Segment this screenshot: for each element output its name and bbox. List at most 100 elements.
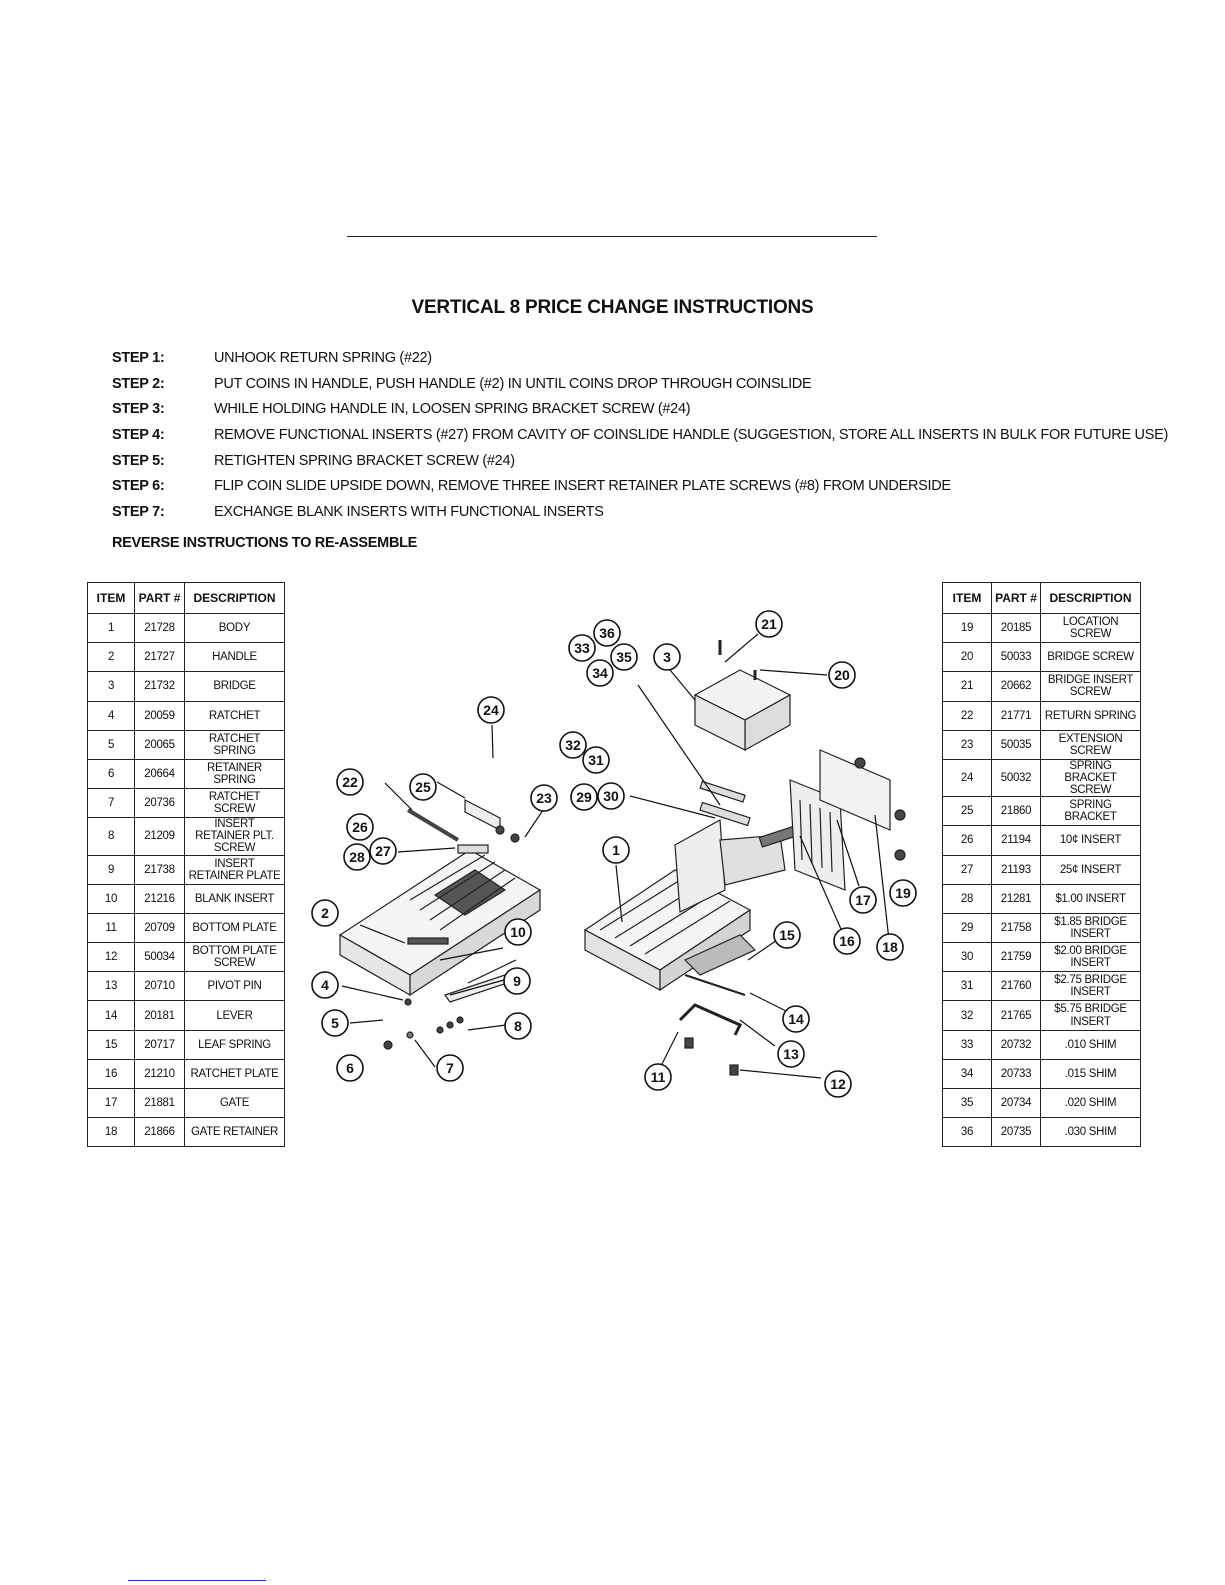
header-description: DESCRIPTION	[184, 582, 285, 614]
part-cell: 21760	[991, 971, 1041, 1002]
description-cell: SPRING BRACKET SCREW	[1040, 758, 1141, 798]
part-cell: 20185	[991, 612, 1041, 644]
part-cell: 21860	[991, 796, 1041, 827]
part-cell: 21216	[134, 883, 185, 914]
item-cell: 6	[87, 758, 135, 790]
callout-number: 18	[882, 939, 898, 955]
step-row: STEP 6:FLIP COIN SLIDE UPSIDE DOWN, REMO…	[112, 473, 1168, 499]
item-cell: 15	[87, 1029, 135, 1060]
callout-circle	[568, 634, 596, 662]
callout-circle	[582, 746, 610, 774]
callout-number: 1	[612, 842, 620, 858]
step-text: UNHOOK RETURN SPRING (#22)	[214, 349, 432, 366]
description-cell: RATCHET SCREW	[184, 788, 285, 819]
part-cell: 21194	[991, 825, 1041, 856]
part-cell: 50034	[134, 942, 185, 973]
description-cell: BRIDGE INSERT SCREW	[1040, 671, 1141, 702]
footer-link-underline	[128, 1580, 266, 1581]
callout-circle	[343, 843, 371, 871]
item-cell: 36	[942, 1117, 992, 1148]
callout-number: 7	[446, 1060, 454, 1076]
callout-number: 2	[321, 905, 329, 921]
callout-circle	[477, 696, 505, 724]
step-text: EXCHANGE BLANK INSERTS WITH FUNCTIONAL I…	[214, 503, 604, 520]
diagram-leader-lines	[341, 633, 890, 1079]
step-label: STEP 3:	[112, 401, 165, 418]
callout-circle	[321, 1009, 349, 1037]
part-cell: 21765	[991, 1000, 1041, 1031]
callout-number: 12	[830, 1076, 846, 1092]
callout-circle	[503, 967, 531, 995]
step-label: STEP 6:	[112, 478, 165, 495]
description-cell: $1.85 BRIDGE INSERT	[1040, 912, 1141, 944]
item-cell: 10	[87, 883, 135, 914]
step-label: STEP 1:	[112, 349, 165, 366]
description-cell: INSERT RETAINER PLATE	[184, 854, 285, 885]
reassemble-note: REVERSE INSTRUCTIONS TO RE-ASSEMBLE	[112, 535, 418, 551]
callout-circle	[833, 927, 861, 955]
description-cell: BLANK INSERT	[184, 883, 285, 914]
description-cell: GATE	[184, 1087, 285, 1119]
description-cell: RATCHET SPRING	[184, 729, 285, 760]
description-cell: RATCHET	[184, 700, 285, 731]
description-cell: GATE RETAINER	[184, 1117, 285, 1148]
step-label: STEP 4:	[112, 426, 165, 443]
item-cell: 14	[87, 1000, 135, 1031]
description-cell: LEVER	[184, 1000, 285, 1031]
step-text: REMOVE FUNCTIONAL INSERTS (#27) FROM CAV…	[214, 426, 1168, 443]
callout-circle	[597, 782, 625, 810]
step-row: STEP 7:EXCHANGE BLANK INSERTS WITH FUNCT…	[112, 499, 1168, 525]
item-cell: 18	[87, 1117, 135, 1148]
item-cell: 21	[942, 671, 992, 702]
description-cell: BOTTOM PLATE SCREW	[184, 942, 285, 973]
callout-number: 6	[346, 1060, 354, 1076]
part-cell: 21738	[134, 854, 185, 885]
description-cell: LOCATION SCREW	[1040, 612, 1141, 644]
item-cell: 26	[942, 825, 992, 856]
diagram-drawing	[338, 640, 906, 1076]
callout-circle	[876, 933, 904, 961]
part-cell: 20709	[134, 912, 185, 944]
item-cell: 24	[942, 758, 992, 798]
step-row: STEP 1: UNHOOK RETURN SPRING (#22)	[112, 345, 1168, 371]
step-label: STEP 2:	[112, 375, 165, 392]
callout-number: 32	[565, 737, 581, 753]
item-cell: 1	[87, 612, 135, 644]
callout-circle	[586, 659, 614, 687]
step-text: PUT COINS IN HANDLE, PUSH HANDLE (#2) IN…	[214, 375, 812, 392]
callout-number: 28	[349, 849, 365, 865]
callout-circle	[559, 731, 587, 759]
part-cell: 21758	[991, 912, 1041, 944]
part-cell: 20662	[991, 671, 1041, 702]
description-cell: PIVOT PIN	[184, 971, 285, 1002]
top-divider	[347, 236, 877, 237]
table-header-row: ITEM PART # DESCRIPTION	[87, 582, 285, 614]
callout-circle	[828, 661, 856, 689]
part-cell: 20710	[134, 971, 185, 1002]
description-cell: BRIDGE SCREW	[1040, 642, 1141, 673]
callout-circle	[570, 783, 598, 811]
item-cell: 23	[942, 729, 992, 760]
callout-number: 10	[510, 924, 526, 940]
callout-number: 13	[783, 1046, 799, 1062]
callout-number: 22	[342, 774, 358, 790]
item-cell: 30	[942, 942, 992, 973]
item-cell: 28	[942, 883, 992, 914]
header-part: PART #	[991, 582, 1041, 614]
item-cell: 3	[87, 671, 135, 702]
callout-circle	[610, 643, 638, 671]
item-cell: 33	[942, 1029, 992, 1060]
